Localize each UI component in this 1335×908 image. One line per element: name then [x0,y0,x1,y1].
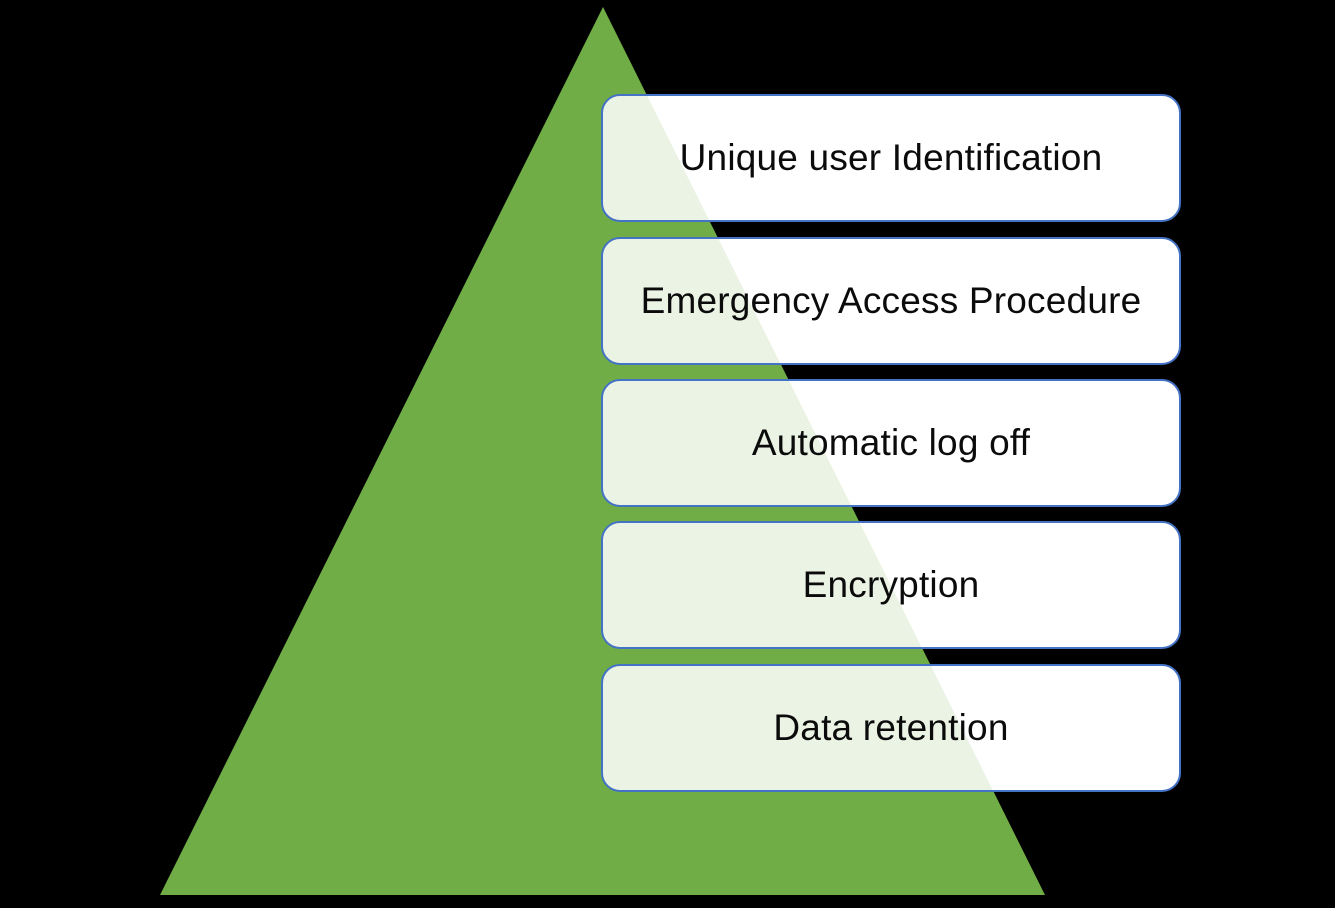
level-box-bg-1 [602,95,1180,221]
level-box-bg-2 [602,238,1180,364]
level-box-border-1 [601,94,1181,222]
level-box-borders [601,94,1181,792]
level-box-border-4 [601,521,1181,649]
level-box-fills [602,95,1180,791]
level-box-border-3 [601,379,1181,507]
level-box-bg-4 [602,522,1180,648]
level-box-border-2 [601,237,1181,365]
level-box-bg-5 [602,665,1180,791]
level-box-bg-3 [602,380,1180,506]
level-box-border-5 [601,664,1181,792]
